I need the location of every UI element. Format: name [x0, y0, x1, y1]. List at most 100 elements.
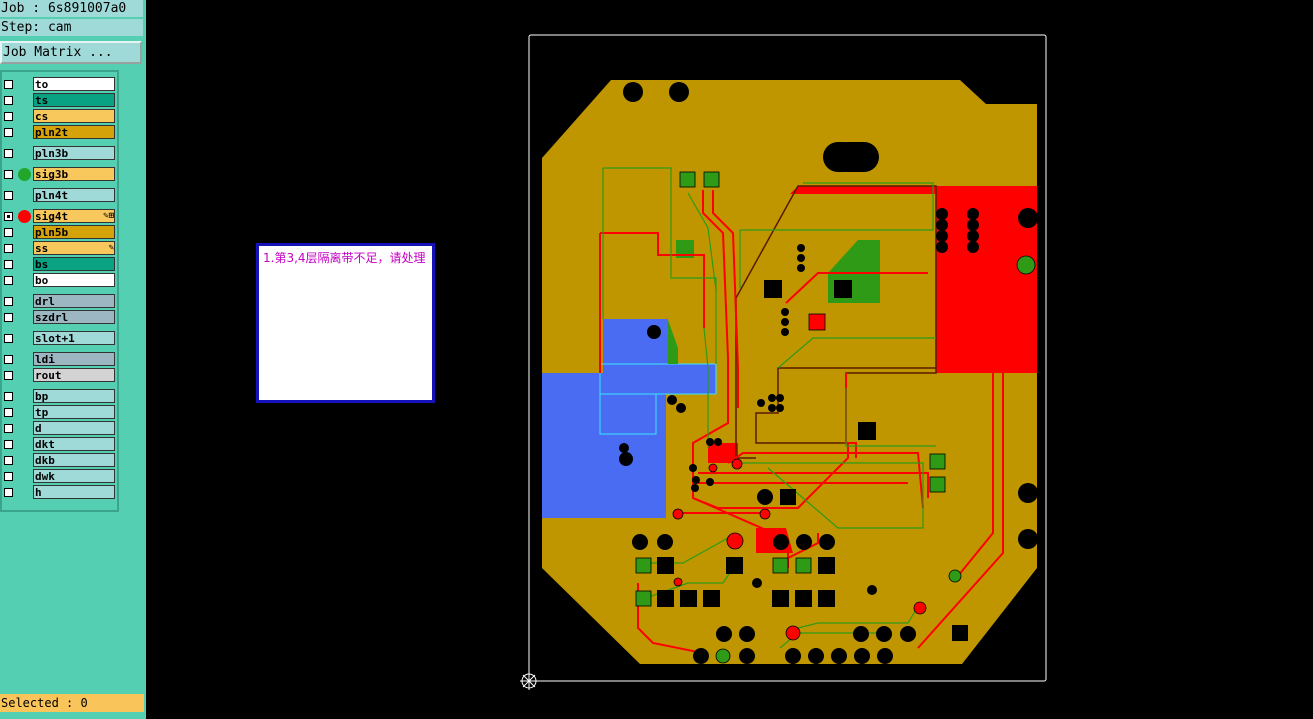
layer-row-dkt[interactable]: dkt	[2, 437, 119, 452]
layer-checkbox[interactable]	[4, 128, 13, 137]
layer-row-bo[interactable]: bo	[2, 273, 119, 288]
layer-row-bp[interactable]: bp	[2, 389, 119, 404]
layer-name[interactable]: ss✎	[33, 241, 115, 255]
layer-name[interactable]: to	[33, 77, 115, 91]
message-text: 1.第3,4层隔离带不足，请处理	[263, 251, 426, 265]
layer-checkbox[interactable]	[4, 191, 13, 200]
layer-checkbox[interactable]	[4, 424, 13, 433]
selected-region	[542, 319, 716, 518]
red-plane-right	[936, 186, 1037, 373]
layer-color-dot-icon[interactable]	[18, 210, 31, 223]
layer-row-ss[interactable]: ss✎	[2, 241, 119, 256]
layer-row-pln5b[interactable]: pln5b	[2, 225, 119, 240]
red-plane-mid	[708, 443, 738, 463]
drill-holes	[619, 82, 1038, 664]
layer-panel: Job : 6s891007a0 Step: cam Job Matrix ..…	[0, 0, 146, 719]
selection-box	[599, 363, 717, 395]
origin-crosshair-icon	[520, 672, 538, 690]
layer-row-sig3b[interactable]: sig3b	[2, 167, 119, 182]
layer-flag-icon: ✎	[108, 243, 114, 253]
layer-checkbox[interactable]	[4, 112, 13, 121]
layer-row-sig4t[interactable]: sig4t✎⊞	[2, 209, 119, 224]
layer-checkbox[interactable]	[4, 456, 13, 465]
layer-checkbox[interactable]	[4, 355, 13, 364]
job-name: Job : 6s891007a0	[0, 0, 143, 17]
red-pads	[672, 313, 927, 641]
layer-name[interactable]: ts	[33, 93, 115, 107]
layer-checkbox[interactable]	[4, 276, 13, 285]
layer-row-pln3b[interactable]: pln3b	[2, 146, 119, 161]
layer-name[interactable]: d	[33, 421, 115, 435]
message-box[interactable]: 1.第3,4层隔离带不足，请处理	[256, 243, 435, 403]
layer-checkbox[interactable]	[4, 313, 13, 322]
layer-list: to ts cs pln2t pln3b sig3b pln4t sig4t✎⊞ pln5b ss…	[0, 70, 119, 512]
layer-checkbox[interactable]	[4, 371, 13, 380]
layer-name[interactable]: pln2t	[33, 125, 115, 139]
layer-checkbox[interactable]	[4, 212, 13, 221]
layer-row-pln4t[interactable]: pln4t	[2, 188, 119, 203]
layer-name[interactable]: szdrl	[33, 310, 115, 324]
step-name: Step: cam	[0, 19, 143, 36]
green-pad	[676, 240, 694, 258]
layer-row-to[interactable]: to	[2, 77, 119, 92]
layer-checkbox[interactable]	[4, 96, 13, 105]
layer-checkbox[interactable]	[4, 392, 13, 401]
layer-checkbox[interactable]	[4, 472, 13, 481]
layer-row-rout[interactable]: rout	[2, 368, 119, 383]
layer-checkbox[interactable]	[4, 440, 13, 449]
layer-checkbox[interactable]	[4, 408, 13, 417]
layer-checkbox[interactable]	[4, 170, 13, 179]
layer-name[interactable]: sig3b	[33, 167, 115, 181]
layer-checkbox[interactable]	[4, 228, 13, 237]
layer-name[interactable]: dkb	[33, 453, 115, 467]
selection-box-2	[599, 393, 657, 435]
layer-name[interactable]: ldi	[33, 352, 115, 366]
layer-row-drl[interactable]: drl	[2, 294, 119, 309]
layer-flag-icon: ✎⊞	[103, 211, 114, 221]
layer-row-h[interactable]: h	[2, 485, 119, 500]
layer-checkbox[interactable]	[4, 260, 13, 269]
layer-name[interactable]: rout	[33, 368, 115, 382]
layer-name[interactable]: pln3b	[33, 146, 115, 160]
layer-name[interactable]: slot+1	[33, 331, 115, 345]
layer-name[interactable]: sig4t✎⊞	[33, 209, 115, 223]
layer-name[interactable]: pln5b	[33, 225, 115, 239]
layer-row-dwk[interactable]: dwk	[2, 469, 119, 484]
red-strip-top	[790, 186, 936, 194]
layer-row-slot-1[interactable]: slot+1	[2, 331, 119, 346]
layer-name[interactable]: dwk	[33, 469, 115, 483]
layer-row-pln2t[interactable]: pln2t	[2, 125, 119, 140]
layer-name[interactable]: drl	[33, 294, 115, 308]
red-traces	[599, 190, 1024, 659]
profile-outline	[528, 34, 1047, 682]
layer-name[interactable]: h	[33, 485, 115, 499]
pcb-canvas[interactable]	[518, 28, 1058, 696]
layer-checkbox[interactable]	[4, 488, 13, 497]
layer-row-dkb[interactable]: dkb	[2, 453, 119, 468]
layer-name[interactable]: bp	[33, 389, 115, 403]
green-pads	[635, 171, 1036, 664]
layer-row-ts[interactable]: ts	[2, 93, 119, 108]
layer-checkbox[interactable]	[4, 244, 13, 253]
job-matrix-button[interactable]: Job Matrix ...	[0, 41, 142, 64]
layer-row-bs[interactable]: bs	[2, 257, 119, 272]
layer-row-cs[interactable]: cs	[2, 109, 119, 124]
selected-count: Selected : 0	[0, 694, 144, 712]
layer-name[interactable]: dkt	[33, 437, 115, 451]
layer-checkbox[interactable]	[4, 149, 13, 158]
layer-row-szdrl[interactable]: szdrl	[2, 310, 119, 325]
layer-name[interactable]: pln4t	[33, 188, 115, 202]
layer-row-d[interactable]: d	[2, 421, 119, 436]
green-traces	[602, 167, 936, 649]
layer-name[interactable]: tp	[33, 405, 115, 419]
layer-row-tp[interactable]: tp	[2, 405, 119, 420]
layer-name[interactable]: bs	[33, 257, 115, 271]
layer-checkbox[interactable]	[4, 80, 13, 89]
layer-row-ldi[interactable]: ldi	[2, 352, 119, 367]
layer-checkbox[interactable]	[4, 297, 13, 306]
layer-checkbox[interactable]	[4, 334, 13, 343]
layer-name[interactable]: bo	[33, 273, 115, 287]
layer-color-dot-icon[interactable]	[18, 168, 31, 181]
layer-name[interactable]: cs	[33, 109, 115, 123]
green-sliver	[668, 320, 678, 364]
